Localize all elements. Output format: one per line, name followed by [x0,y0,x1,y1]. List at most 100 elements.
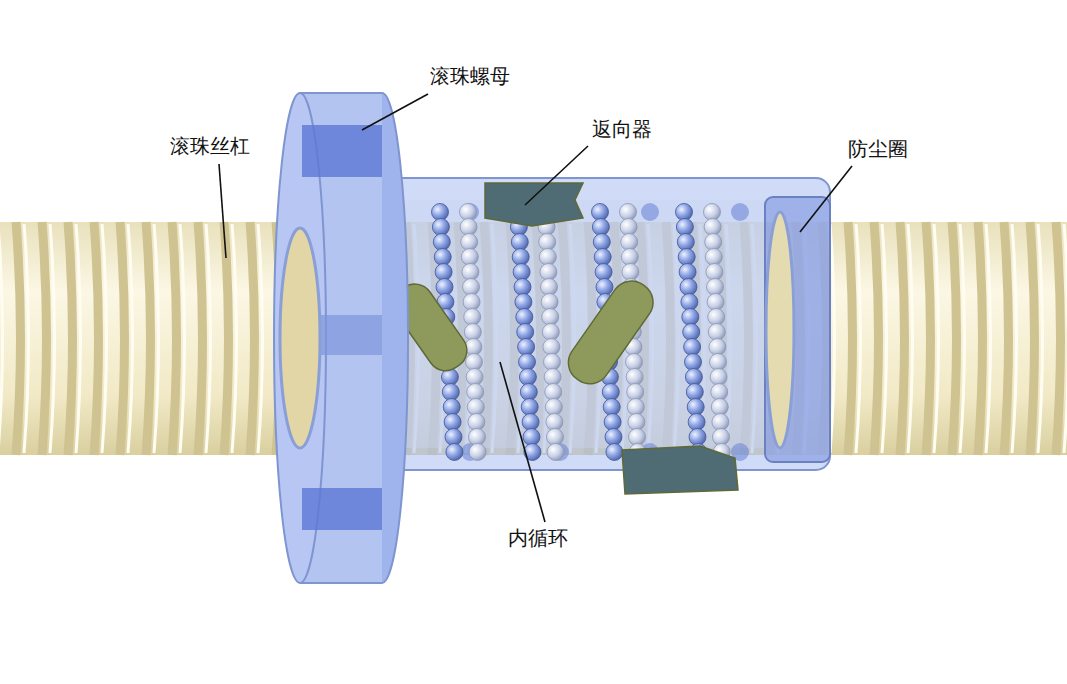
steel-ball [592,219,609,236]
steel-ball [627,399,644,416]
steel-ball [685,354,702,371]
steel-ball [547,429,564,446]
steel-ball [680,279,697,296]
steel-ball [711,384,728,401]
steel-ball [434,249,451,266]
steel-ball [445,429,462,446]
steel-ball [676,219,693,236]
steel-ball [713,429,730,446]
thread-groove [900,222,905,455]
dust-ring-bore [766,212,794,448]
steel-ball [543,339,560,356]
steel-ball [436,279,453,296]
thread-groove [250,222,255,455]
steel-ball [513,264,530,281]
return-piece [387,183,738,494]
steel-ball [679,264,696,281]
dust-ring [765,197,830,462]
steel-ball [468,414,485,431]
steel-ball [704,219,721,236]
steel-ball [465,339,482,356]
thread-groove [926,222,931,455]
mounting-hole [302,125,382,177]
nut-bore [385,200,765,448]
steel-ball [710,369,727,386]
thread-crest [856,224,861,453]
thread-crest [50,224,55,453]
thread-crest [1038,224,1043,453]
leader-lines [219,94,852,522]
thread-crest [960,224,965,453]
steel-ball [682,309,699,326]
thread-groove [120,222,125,455]
steel-ball [686,384,703,401]
nut-body [370,178,830,470]
thread-groove [16,222,21,455]
steel-ball [604,414,621,431]
thread-groove [1030,222,1035,455]
steel-ball [464,324,481,341]
steel-ball [517,324,534,341]
steel-ball [705,249,722,266]
steel-ball [620,204,637,221]
thread-crest [1064,224,1067,453]
nut-hole [641,203,659,221]
steel-ball [521,399,538,416]
leader-line [362,94,428,130]
steel-ball [462,264,479,281]
steel-ball [541,279,558,296]
part-label: 内循环 [508,526,568,550]
steel-ball [628,414,645,431]
steel-ball [681,294,698,311]
thread-crest [102,224,107,453]
steel-ball [444,414,461,431]
steel-ball [466,369,483,386]
leader-line [800,166,852,232]
steel-ball [685,369,702,386]
steel-ball [539,234,556,251]
steel-ball [708,309,725,326]
flange-edge [300,582,382,584]
steel-ball [626,354,643,371]
steel-ball [511,234,528,251]
steel-ball [432,204,449,221]
thread-crest [908,224,913,453]
steel-ball [708,324,725,341]
steel-ball [621,234,638,251]
steel-ball [594,249,611,266]
steel-ball [704,204,721,221]
steel-ball [518,339,535,356]
steel-ball [707,294,724,311]
thread-crest [258,224,263,453]
steel-ball [461,249,478,266]
steel-ball [688,414,705,431]
leader-line [500,362,545,522]
steel-ball [519,354,536,371]
thread-groove [1004,222,1009,455]
steel-ball [542,309,559,326]
thread-groove [874,222,879,455]
steel-ball [629,429,646,446]
ball-chain [432,204,731,461]
steel-ball [515,294,532,311]
thread-crest [986,224,991,453]
thread-groove [978,222,983,455]
thread-crest [0,224,3,453]
thread-crest [934,224,939,453]
thread-crest [128,224,133,453]
steel-ball [545,399,562,416]
steel-ball [593,234,610,251]
steel-ball [621,249,638,266]
steel-ball [512,249,529,266]
flange-edge [300,92,382,94]
steel-ball [467,384,484,401]
steel-ball [433,234,450,251]
steel-ball [516,309,533,326]
steel-ball [547,444,564,461]
leader-line [219,164,226,258]
steel-ball [522,414,539,431]
steel-ball [622,264,639,281]
steel-ball [432,219,449,236]
steel-ball [689,429,706,446]
